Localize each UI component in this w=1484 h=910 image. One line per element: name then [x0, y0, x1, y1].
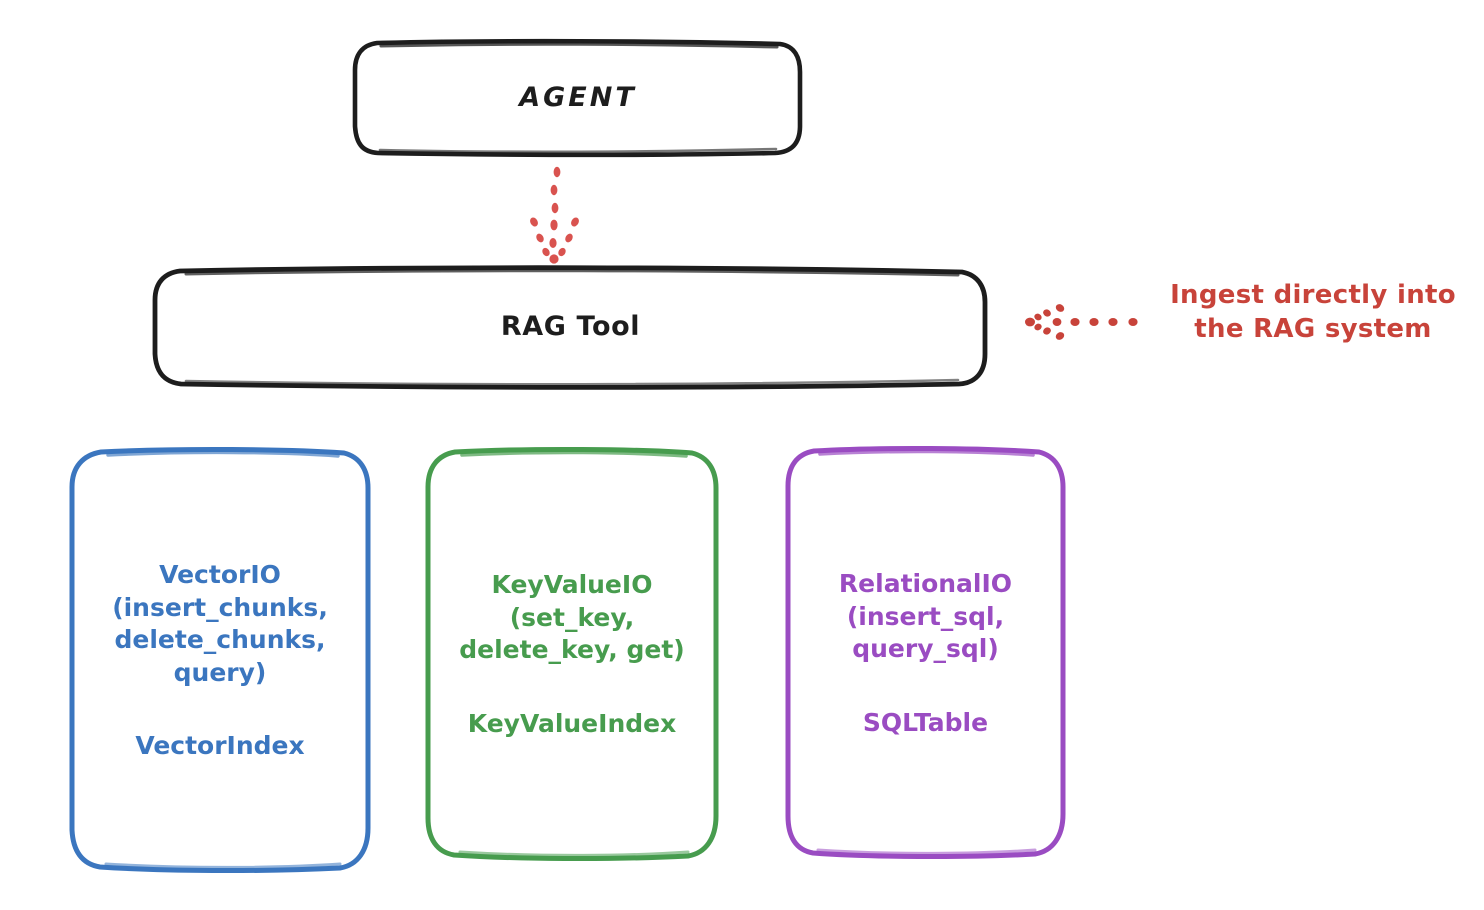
agent-label: AGENT	[519, 81, 637, 113]
vector-io-box-outline	[69, 446, 371, 874]
key-value-io-index-label: KeyValueIndex	[467, 708, 677, 738]
key-value-io-api-label: KeyValueIO (set_key, delete_key, get)	[459, 570, 685, 665]
rag-tool-node[interactable]: RAG Tool	[155, 270, 986, 385]
relational-io-api-label: RelationalIO (insert_sql, query_sql)	[838, 569, 1013, 664]
relational-io-index-label: SQLTable	[862, 707, 989, 737]
ingest-connector-arrow	[1025, 304, 1138, 340]
relational-io-node[interactable]: RelationalIO (insert_sql, query_sql) SQL…	[788, 450, 1063, 855]
rag-tool-box-outline	[152, 265, 988, 390]
ingest-annotation-label: Ingest directly into the RAG system	[1170, 280, 1456, 344]
relational-io-box-outline	[785, 445, 1066, 860]
agent-box-outline	[352, 38, 803, 158]
agent-to-rag-connector	[530, 166, 579, 264]
key-value-io-box-outline	[425, 446, 719, 862]
agent-node[interactable]: AGENT	[355, 42, 801, 154]
vector-io-index-label: VectorIndex	[135, 731, 305, 760]
key-value-io-node[interactable]: KeyValueIO (set_key, delete_key, get) Ke…	[428, 450, 716, 857]
vector-io-api-label: VectorIO (insert_chunks, delete_chunks, …	[112, 560, 328, 687]
vector-io-node[interactable]: VectorIO (insert_chunks, delete_chunks, …	[72, 450, 368, 869]
rag-tool-label: RAG Tool	[500, 311, 641, 343]
